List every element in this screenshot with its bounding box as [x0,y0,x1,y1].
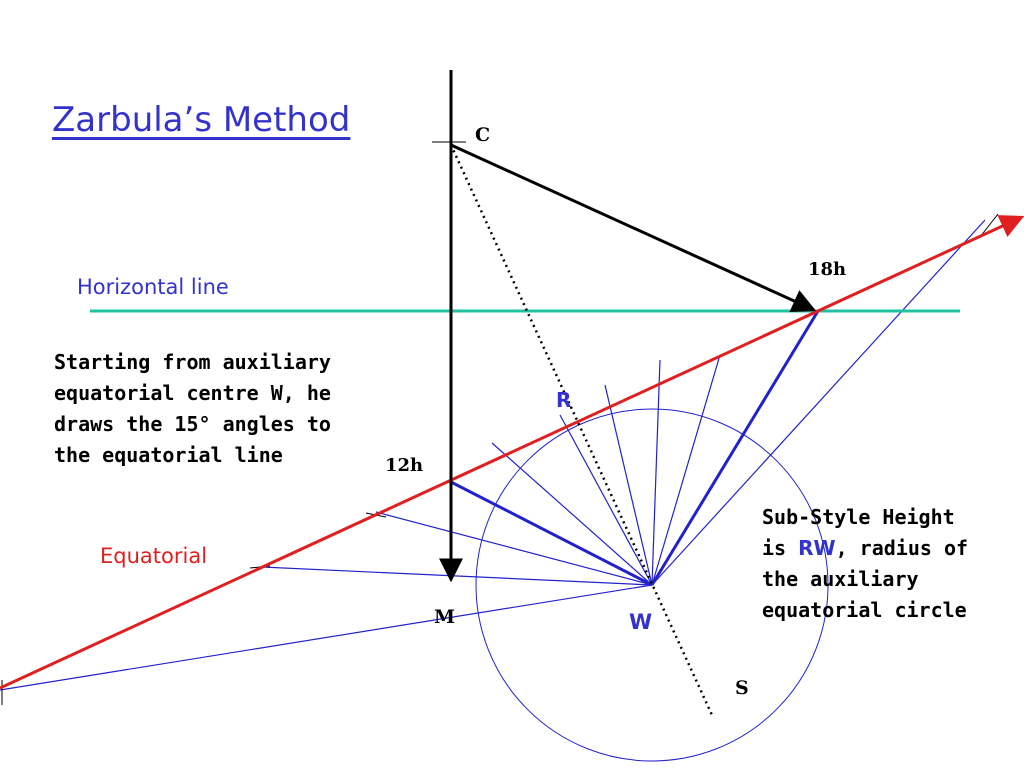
tick-mark [979,213,999,238]
point-w-label: W [629,610,653,634]
page-title: Zarbula’s Method [52,100,351,140]
substyle-line [449,144,714,716]
description-line: the equatorial line [54,443,283,467]
hour-line [651,219,986,586]
point-s-label: S [735,677,749,699]
description-line: equatorial centre W, he [54,381,331,405]
note-text: Sub-Style Height is RW, radius of the au… [762,502,968,626]
horizontal-line-label: Horizontal line [77,275,229,299]
hour-lines [0,219,986,691]
note-highlight-rw: RW [798,536,836,560]
line-c-18h [450,143,817,312]
note-line: is RW, radius of [762,533,968,564]
description-text: Starting from auxiliary equatorial centr… [54,347,331,471]
hour-line-12h [450,480,653,587]
hour-line [491,442,653,586]
hour-line [375,511,653,586]
hour-line [604,384,653,586]
description-line: draws the 15° angles to [54,412,331,436]
note-line: the auxiliary [762,567,919,591]
point-r-label: R [556,388,572,412]
hour-line [0,584,653,691]
description-line: Starting from auxiliary [54,350,331,374]
point-c-label: C [475,124,491,146]
hour-12h-label: 12h [385,455,424,476]
hour-line [651,354,721,586]
hour-line [559,414,653,586]
equatorial-label: Equatorial [100,544,208,568]
hour-line-18h [650,310,820,586]
note-line: equatorial circle [762,598,967,622]
note-suffix: , radius of [835,536,969,560]
hour-line [651,359,661,586]
hour-18h-label: 18h [808,259,847,280]
note-line: Sub-Style Height [762,505,955,529]
equatorial-line [0,215,1024,690]
auxiliary-equatorial-circle [475,408,829,762]
point-m-label: M [434,606,456,628]
note-prefix: is [762,536,799,560]
